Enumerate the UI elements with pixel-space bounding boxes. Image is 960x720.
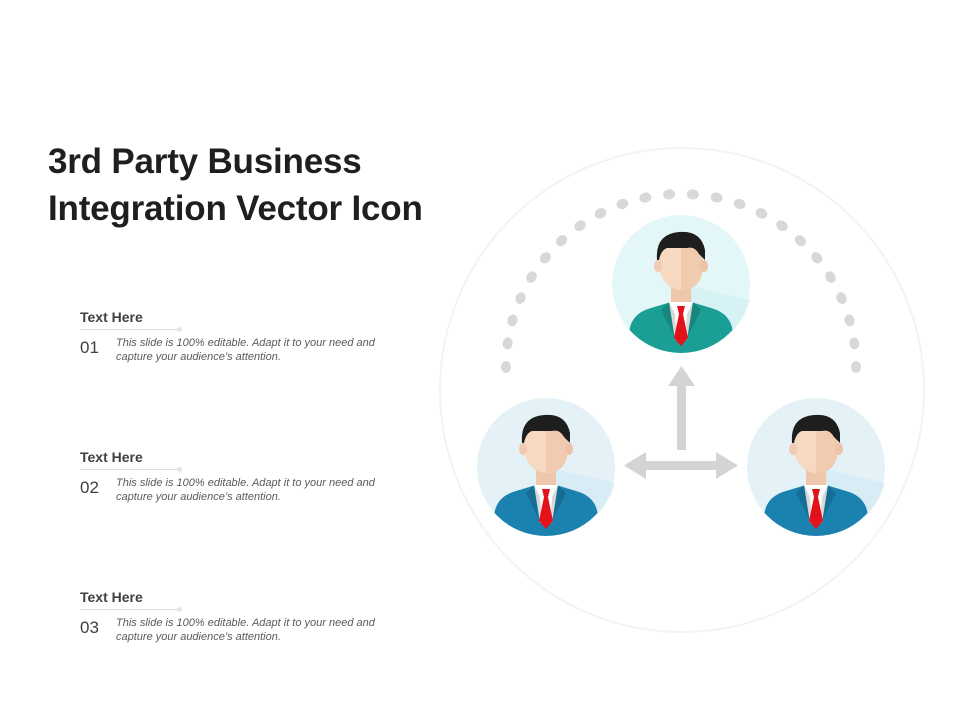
item-number: 03 bbox=[80, 618, 99, 637]
arc-dot bbox=[851, 361, 861, 373]
arc-dot bbox=[849, 337, 860, 350]
item-description: This slide is 100% editable. Adapt it to… bbox=[116, 617, 375, 643]
businessman-right-icon bbox=[747, 398, 885, 536]
list-item-1: Text Here 01 This slide is 100% editable… bbox=[80, 309, 420, 364]
item-number: 02 bbox=[80, 478, 99, 497]
businessman-top-icon bbox=[612, 215, 750, 353]
arc-dot bbox=[844, 314, 855, 327]
businessman-left-icon bbox=[477, 398, 615, 536]
list-item-3: Text Here 03 This slide is 100% editable… bbox=[80, 589, 420, 644]
arc-dot bbox=[594, 208, 607, 219]
item-divider bbox=[80, 467, 182, 472]
list-item-2: Text Here 02 This slide is 100% editable… bbox=[80, 449, 420, 504]
arc-dot bbox=[686, 189, 699, 200]
item-description: This slide is 100% editable. Adapt it to… bbox=[116, 477, 375, 503]
item-divider bbox=[80, 327, 182, 332]
arc-dot bbox=[811, 252, 823, 264]
arc-dot bbox=[502, 337, 513, 350]
arc-dot bbox=[501, 361, 511, 373]
arc-dot bbox=[639, 192, 652, 203]
item-row: 03 This slide is 100% editable. Adapt it… bbox=[80, 616, 420, 644]
arc-dot bbox=[794, 235, 806, 247]
outer-ring bbox=[439, 147, 925, 633]
arc-dot bbox=[526, 271, 537, 283]
arrow-up-and-horizontal-double-arrow bbox=[624, 366, 738, 479]
arc-dot bbox=[825, 271, 836, 283]
arc-dot bbox=[663, 189, 676, 200]
item-description: This slide is 100% editable. Adapt it to… bbox=[116, 337, 375, 363]
item-heading: Text Here bbox=[80, 449, 143, 465]
item-number: 01 bbox=[80, 338, 99, 357]
arc-dot bbox=[539, 252, 551, 264]
dotted-arc bbox=[501, 189, 861, 373]
arc-dot bbox=[574, 220, 586, 232]
item-row: 02 This slide is 100% editable. Adapt it… bbox=[80, 476, 420, 504]
item-heading: Text Here bbox=[80, 589, 143, 605]
arc-dot bbox=[733, 198, 746, 210]
item-divider bbox=[80, 607, 182, 612]
arc-dot bbox=[755, 208, 768, 219]
arc-dot bbox=[836, 292, 847, 304]
arc-dot bbox=[556, 235, 568, 247]
arc-dot bbox=[710, 192, 723, 203]
arc-dot bbox=[616, 198, 629, 210]
item-heading: Text Here bbox=[80, 309, 143, 325]
item-row: 01 This slide is 100% editable. Adapt it… bbox=[80, 336, 420, 364]
slide-title: 3rd Party Business Integration Vector Ic… bbox=[48, 142, 423, 228]
arc-dot bbox=[776, 220, 788, 232]
arc-dot bbox=[515, 292, 526, 304]
arc-dot bbox=[507, 314, 518, 327]
